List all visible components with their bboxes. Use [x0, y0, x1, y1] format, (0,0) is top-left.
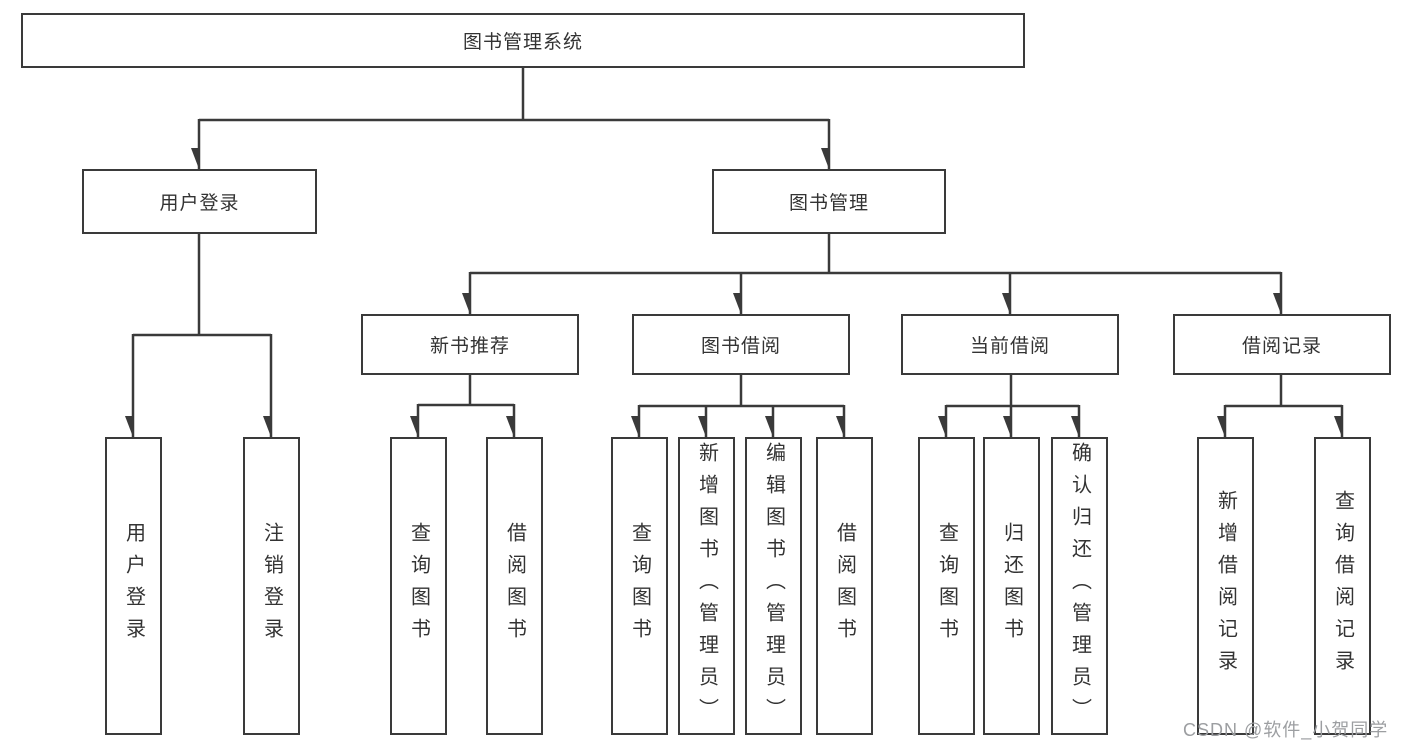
leaf-query-books-current: 查询图书 — [918, 437, 975, 735]
node-label: 图书管理系统 — [462, 32, 583, 53]
node-label: 查询图书 — [935, 522, 958, 650]
node-label: 编辑图书（管理员） — [762, 442, 785, 730]
node-label: 借阅图书 — [503, 522, 526, 650]
node-book-management: 图书管理 — [712, 169, 946, 234]
leaf-add-borrow-record: 新增借阅记录 — [1197, 437, 1254, 735]
node-label: 确认归还（管理员） — [1068, 442, 1091, 730]
leaf-borrow-books: 借阅图书 — [816, 437, 873, 735]
node-label: 借阅记录 — [1241, 336, 1322, 357]
node-label: 借阅图书 — [833, 522, 856, 650]
node-label: 新增图书（管理员） — [695, 442, 718, 730]
node-label: 注销登录 — [260, 522, 283, 650]
node-label: 查询借阅记录 — [1331, 490, 1354, 682]
node-label: 当前借阅 — [969, 336, 1050, 357]
csdn-watermark: CSDN @软件_小贺同学 — [1183, 720, 1389, 740]
leaf-query-borrow-record: 查询借阅记录 — [1314, 437, 1371, 735]
node-current-borrow: 当前借阅 — [901, 314, 1119, 375]
leaf-confirm-return-admin: 确认归还（管理员） — [1051, 437, 1108, 735]
node-label: 归还图书 — [1000, 522, 1023, 650]
node-user-login: 用户登录 — [82, 169, 317, 234]
leaf-borrow-books-recommend: 借阅图书 — [486, 437, 543, 735]
leaf-edit-books-admin: 编辑图书（管理员） — [745, 437, 802, 735]
leaf-query-books-borrow: 查询图书 — [611, 437, 668, 735]
node-label: 新书推荐 — [429, 336, 510, 357]
node-label: 图书管理 — [788, 193, 869, 214]
leaf-add-books-admin: 新增图书（管理员） — [678, 437, 735, 735]
node-label: 图书借阅 — [700, 336, 781, 357]
leaf-return-books: 归还图书 — [983, 437, 1040, 735]
node-library-management-system: 图书管理系统 — [21, 13, 1025, 68]
node-label: 用户登录 — [122, 522, 145, 650]
node-label: 查询图书 — [407, 522, 430, 650]
node-label: 新增借阅记录 — [1214, 490, 1237, 682]
node-book-borrow: 图书借阅 — [632, 314, 850, 375]
node-borrow-records: 借阅记录 — [1173, 314, 1391, 375]
node-label: 查询图书 — [628, 522, 651, 650]
node-new-book-recommend: 新书推荐 — [361, 314, 579, 375]
leaf-query-books-recommend: 查询图书 — [390, 437, 447, 735]
leaf-logout: 注销登录 — [243, 437, 300, 735]
leaf-user-login: 用户登录 — [105, 437, 162, 735]
node-label: 用户登录 — [159, 193, 240, 214]
